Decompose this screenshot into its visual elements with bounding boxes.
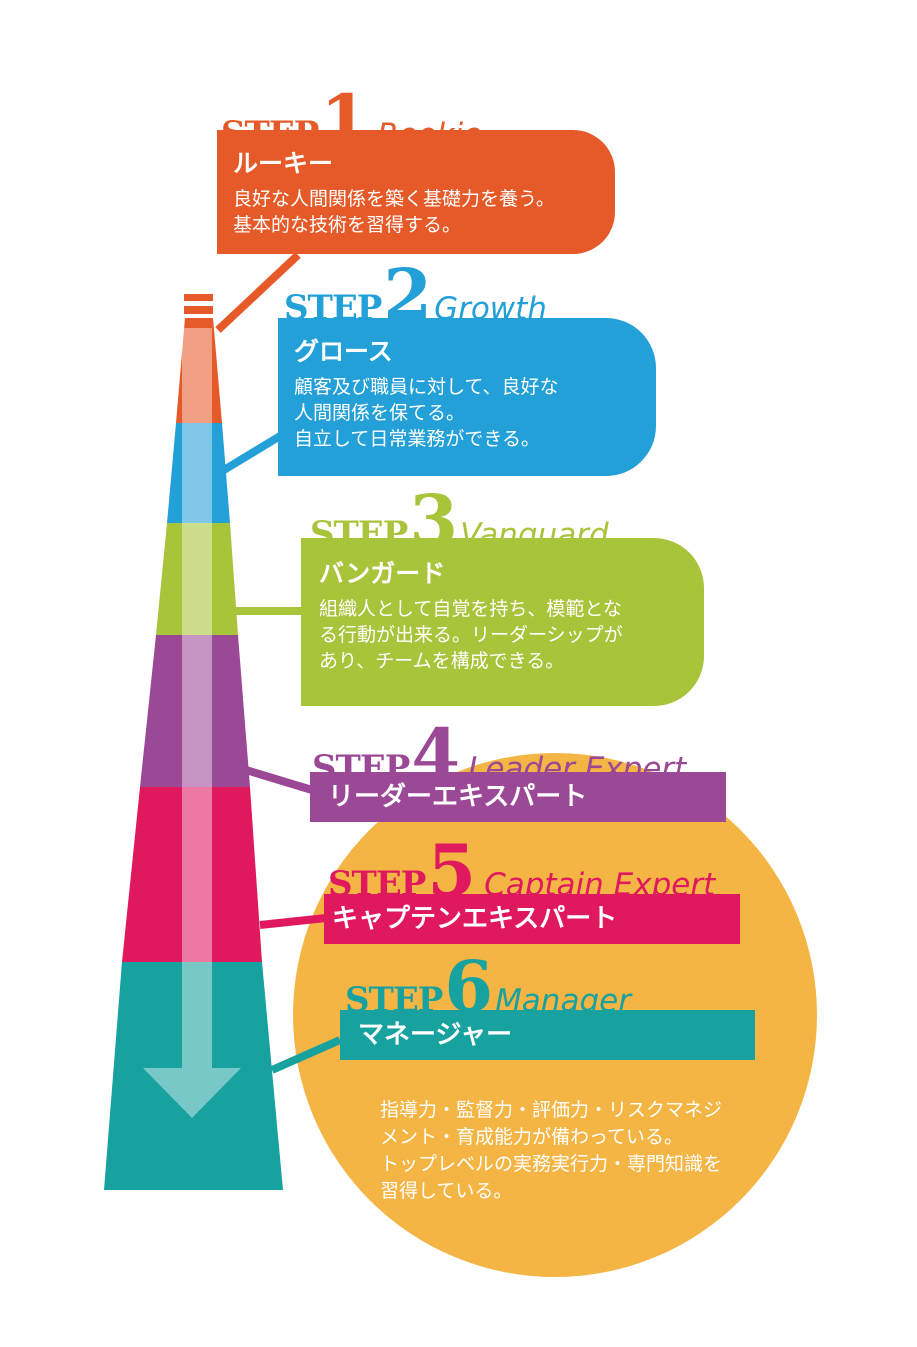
- step5-bar: キャプテンエキスパート: [324, 894, 740, 944]
- step1-japanese: ルーキー: [233, 149, 334, 178]
- step6-bar: マネージャー: [340, 1010, 755, 1060]
- step3-japanese: バンガード: [319, 559, 446, 588]
- tower-segment-5: [122, 787, 262, 962]
- step6-number: 6: [444, 945, 494, 1028]
- tower-segment-1: [176, 318, 222, 423]
- progress-arrow-head: [143, 1068, 241, 1118]
- tower-segment-4: [140, 635, 250, 787]
- tower-top-stripe: [184, 306, 213, 314]
- tower-top-stripe: [184, 294, 213, 301]
- step2-bubble: グロース 顧客及び職員に対して、良好な 人間関係を保てる。 自立して日常業務がで…: [278, 318, 656, 476]
- step2-number: 2: [383, 253, 433, 336]
- tower-segment-2: [167, 423, 230, 523]
- step5-number: 5: [427, 829, 477, 912]
- step2-description: 顧客及び職員に対して、良好な 人間関係を保てる。 自立して日常業務ができる。: [294, 376, 559, 450]
- step6-description: 指導力・監督力・評価力・リスクマネジ メント・育成能力が備わっている。 トップレ…: [380, 1099, 723, 1202]
- connector-step4: [244, 766, 314, 794]
- connector-step5: [259, 914, 327, 929]
- step1-description: 良好な人間関係を築く基礎力を養う。 基本的な技術を習得する。: [233, 188, 555, 236]
- tower-segment-6: [104, 962, 283, 1190]
- connector-step6: [270, 1036, 342, 1074]
- step3-description: 組織人として自覚を持ち、模範とな る行動が出来る。リーダーシップが あり、チーム…: [319, 598, 623, 672]
- step1-bubble: ルーキー 良好な人間関係を築く基礎力を養う。 基本的な技術を習得する。: [217, 130, 615, 254]
- step2-japanese: グロース: [294, 337, 393, 366]
- step3-bubble: バンガード 組織人として自覚を持ち、模範とな る行動が出来る。リーダーシップが …: [301, 538, 704, 706]
- progress-arrow-shaft: [182, 328, 212, 1068]
- connector-step1: [215, 252, 301, 333]
- tower-segment-3: [156, 523, 238, 635]
- step4-bar: リーダーエキスパート: [310, 772, 726, 822]
